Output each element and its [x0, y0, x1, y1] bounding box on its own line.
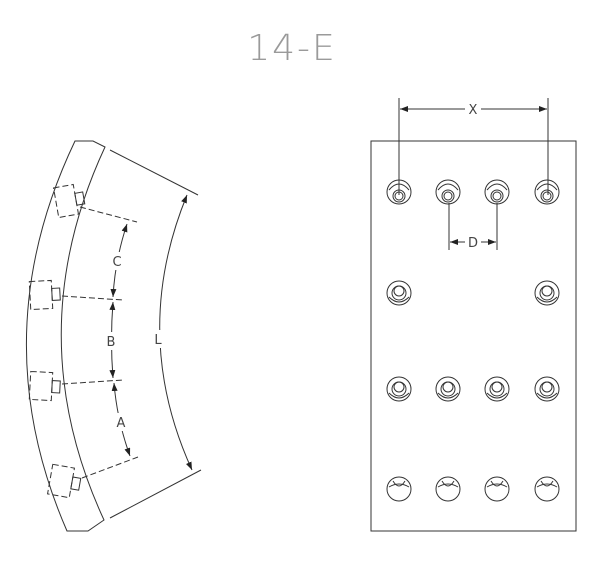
label-c: C — [112, 255, 121, 270]
bolt-block — [28, 279, 61, 311]
shoe-outline — [25, 140, 106, 532]
extension-line — [61, 379, 124, 385]
plan-view: X D — [370, 98, 577, 532]
bolt-hole — [534, 179, 560, 205]
bolt-block — [28, 370, 61, 402]
plate-outline — [370, 140, 577, 532]
bolt-hole — [534, 280, 560, 306]
extension-line-x — [398, 98, 549, 195]
bolt-hole — [386, 476, 412, 502]
hole-pattern — [386, 179, 560, 502]
bolt-hole — [386, 376, 412, 402]
bolt-blocks — [28, 183, 86, 499]
bolt-hole — [484, 179, 510, 205]
bolt-hole — [386, 280, 412, 306]
extension-line — [109, 149, 199, 196]
bolt-hole — [484, 376, 510, 402]
side-view: C B A L — [25, 140, 202, 532]
extension-line-d — [448, 203, 498, 250]
label-d: D — [468, 236, 478, 251]
drawing-title: 14-E — [247, 28, 337, 69]
bolt-hole — [534, 376, 560, 402]
bolt-hole — [435, 376, 461, 402]
bolt-hole — [534, 476, 560, 502]
extension-line — [109, 469, 202, 519]
dimension-l — [159, 194, 193, 471]
label-a: A — [117, 416, 126, 431]
label-l: L — [154, 333, 162, 348]
label-b: B — [107, 335, 116, 350]
extension-line — [81, 456, 139, 479]
bolt-block — [52, 183, 86, 219]
extension-line — [79, 206, 138, 223]
bolt-hole — [435, 179, 461, 205]
bolt-hole — [484, 476, 510, 502]
extension-line — [61, 295, 124, 301]
label-x: X — [469, 103, 478, 118]
bolt-hole — [435, 476, 461, 502]
